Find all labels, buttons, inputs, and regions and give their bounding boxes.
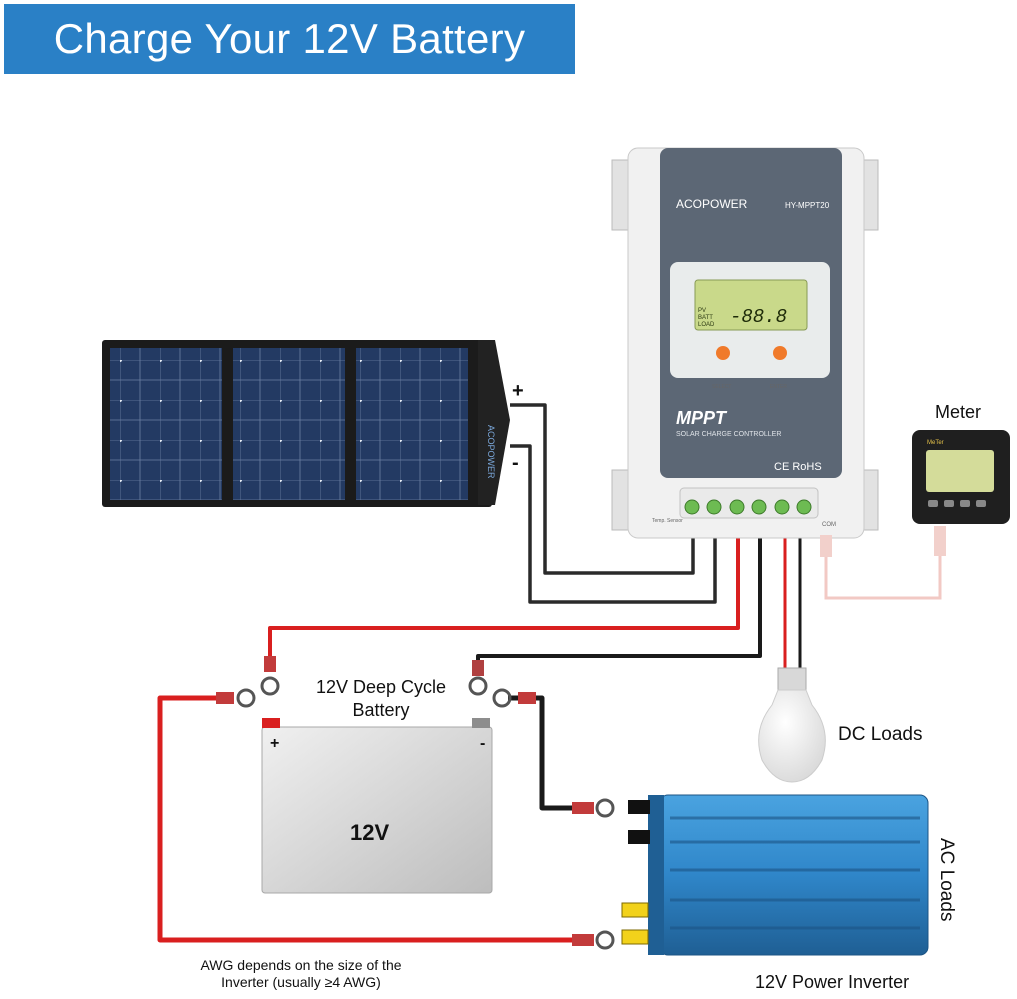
awg-note-line1: AWG depends on the size of the <box>200 957 402 973</box>
solar-panel: ACOPOWER <box>102 340 510 507</box>
page-title: Charge Your 12V Battery <box>53 15 526 62</box>
temp-sensor-label: Temp. Sensor <box>652 518 683 524</box>
dc-loads-label: DC Loads <box>838 724 923 745</box>
com-port-label: COM <box>822 522 836 528</box>
battery-label-line2: Battery <box>352 700 410 720</box>
panel-to-controller-wires <box>510 403 717 604</box>
battery: + - 12V <box>261 718 493 894</box>
select-key-label: SELECT <box>712 384 731 390</box>
controller-brand: ACOPOWER <box>676 197 748 211</box>
header-banner: Charge Your 12V Battery <box>4 4 575 74</box>
panel-plus: + <box>512 380 524 402</box>
battery-voltage: 12V <box>350 820 389 845</box>
power-inverter <box>621 794 929 956</box>
cert-marks: CE RoHS <box>774 461 822 473</box>
dc-load-bulb <box>758 667 826 783</box>
ac-loads-label: AC Loads <box>936 838 957 922</box>
lcd-row-load: LOAD <box>698 322 715 328</box>
lcd-row-batt: BATT <box>698 315 713 321</box>
panel-minus: - <box>512 452 519 474</box>
lcd-readout: -88.8 <box>730 306 787 328</box>
remote-meter: MeTer <box>912 430 1010 556</box>
controller-title: MPPT <box>676 408 728 428</box>
battery-label: 12V Deep Cycle Battery <box>306 676 456 722</box>
panel-brand: ACOPOWER <box>486 425 496 479</box>
battery-plus: + <box>270 735 279 752</box>
meter-label: Meter <box>935 402 982 422</box>
meter-plug <box>820 535 832 557</box>
controller-subtitle: SOLAR CHARGE CONTROLLER <box>676 431 781 438</box>
load-wires <box>783 535 802 672</box>
lcd-row-pv: PV <box>698 308 706 314</box>
inverter-label: 12V Power Inverter <box>755 972 910 992</box>
battery-label-line1: 12V Deep Cycle <box>315 677 447 697</box>
awg-note-line2: Inverter (usually ≥4 AWG) <box>221 974 381 990</box>
meter-cable <box>824 555 942 600</box>
charge-controller: ACOPOWER HY-MPPT20 PV BATT LOAD -88.8 SE… <box>611 147 879 539</box>
controller-model: HY-MPPT20 <box>785 201 830 210</box>
enter-key[interactable] <box>773 346 787 360</box>
enter-key-label: ENTER <box>770 384 787 390</box>
select-key[interactable] <box>716 346 730 360</box>
ring-terminals <box>236 676 615 950</box>
awg-note: AWG depends on the size of the Inverter … <box>176 957 426 991</box>
meter-brand: MeTer <box>927 440 944 446</box>
battery-minus: - <box>480 735 485 752</box>
